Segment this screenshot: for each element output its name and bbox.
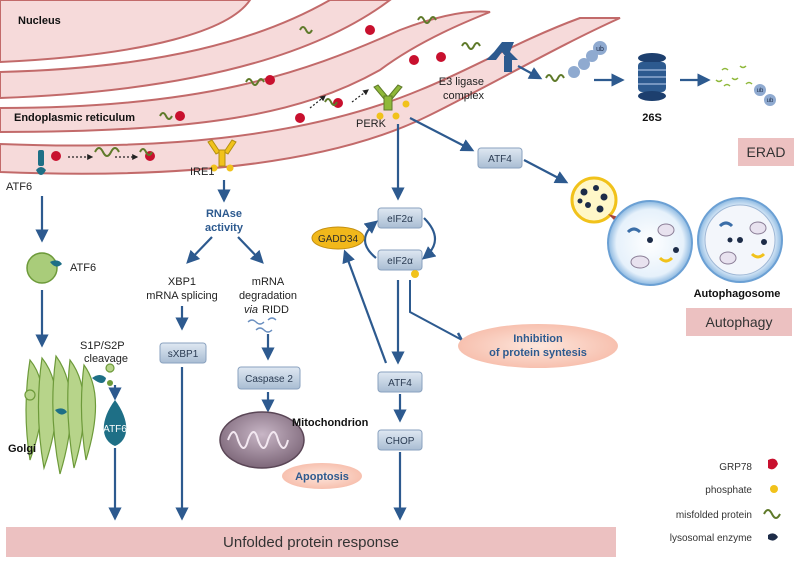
eif2a-top-label: eIF2α: [387, 214, 413, 225]
erad-panel: [738, 138, 794, 166]
ub-label-3: ub: [767, 98, 774, 104]
atf4-upper-box: [477, 147, 523, 169]
e3-label-2: complex: [443, 90, 484, 102]
perk-receptor-icon: [373, 84, 410, 120]
eif2a-bottom-label: eIF2α: [387, 256, 413, 267]
arrow-rnase-to-xbp1: [186, 236, 213, 264]
ire1-label: IRE1: [190, 166, 214, 178]
atf6-receptor-icon: [36, 150, 46, 175]
arrow-perk-to-atf4: [409, 117, 475, 152]
rnase-label-1: RNAse: [206, 208, 242, 220]
misfolded-protein-icon: [763, 509, 781, 519]
atf6-cleaved-label: ATF6: [103, 424, 127, 435]
eif2a-bottom-box: [377, 249, 423, 271]
s1p-s2p-label-2: cleavage: [84, 353, 128, 365]
apoptosis-badge: [282, 463, 362, 489]
ridd-label-1: mRNA: [252, 276, 285, 288]
sxbp1-box: [159, 342, 207, 364]
degraded-peptides-icon: [715, 65, 776, 106]
ub-label-2: ub: [757, 88, 764, 94]
rnase-label-2: activity: [205, 222, 244, 234]
chop-label: CHOP: [386, 436, 415, 447]
atf6-vesicle-label: ATF6: [70, 262, 96, 274]
inhibition-label-1: Inhibition: [513, 333, 563, 345]
arrow-atf4-to-lysosome: [523, 159, 569, 184]
atf4-lower-label: ATF4: [388, 378, 412, 389]
mitochondrion-label: Mitochondrion: [292, 417, 369, 429]
legend-label-0: GRP78: [719, 462, 752, 473]
golgi-label: Golgi: [8, 443, 36, 455]
caspase-2-label: Caspase 2: [245, 374, 293, 385]
arrow-rnase-to-ridd: [237, 236, 264, 264]
arrow-e3-to-ubiquitination: [517, 65, 543, 80]
atf6-active-icon: [103, 400, 127, 446]
upr-banner: [6, 527, 616, 557]
er-membrane: [0, 0, 621, 175]
transport-vesicle-icon: [26, 252, 62, 284]
chop-box: [377, 429, 423, 451]
gadd34-label: GADD34: [318, 234, 358, 245]
e3-ligase-complex-icon: [486, 42, 518, 72]
ridd-label-ridd: RIDD: [262, 304, 289, 316]
arrow-eif2a-dephosphorylation: [363, 220, 379, 259]
sxbp1-label: sXBP1: [168, 349, 199, 360]
er-proteins: [51, 16, 446, 161]
degraded-mrna-icon: [247, 317, 277, 333]
arrow-atf4-to-gadd34: [342, 249, 388, 364]
legend: GRP78 phosphate misfolded protein lysoso…: [670, 458, 781, 544]
golgi-icon: [24, 354, 115, 475]
grp78-icon: [768, 458, 778, 470]
misfolded-protein-erad-icon: [461, 42, 481, 50]
ub-label-1: ub: [596, 46, 604, 53]
erad-label: ERAD: [747, 144, 786, 160]
lysosome-icon: [570, 176, 618, 224]
gadd34-badge: [311, 226, 365, 250]
inhibition-arrow: [409, 280, 463, 341]
legend-label-1: phosphate: [705, 485, 752, 496]
mitochondrion-icon: [219, 411, 305, 469]
upr-label: Unfolded protein response: [223, 534, 399, 551]
arrow-eif2a-phosphorylation: [421, 217, 437, 260]
ire1-receptor-icon: [207, 139, 237, 172]
caspase-2-box: [237, 366, 301, 390]
ridd-label-via: via: [244, 304, 258, 316]
phosphorylated-eif2a-phosphate-icon: [411, 270, 419, 278]
cleaved-atf6-fragment-icon: [92, 375, 113, 386]
apoptosis-label: Apoptosis: [295, 471, 349, 483]
atf4-upper-label: ATF4: [488, 154, 512, 165]
autophagy-panel: [686, 308, 792, 336]
atf4-lower-box: [377, 371, 423, 393]
e3-label-1: E3 ligase: [439, 76, 484, 88]
xbp1-label: XBP1: [168, 276, 196, 288]
inhibition-badge: [458, 324, 618, 368]
lysosomal-enzyme-icon: [768, 533, 778, 541]
ridd-label-2: degradation: [239, 290, 297, 302]
legend-label-3: lysosomal enzyme: [670, 533, 753, 544]
perk-label: PERK: [356, 118, 387, 130]
eif2a-top-box: [377, 207, 423, 229]
atf6-er-label: ATF6: [6, 181, 32, 193]
phosphate-icon: [770, 485, 778, 493]
autophagosome-icon: [697, 197, 783, 283]
autolysosome-icon: [607, 200, 693, 286]
s1p-s2p-label-1: S1P/S2P: [80, 340, 125, 352]
inhibition-label-2: of protein syntesis: [489, 347, 587, 359]
legend-label-2: misfolded protein: [676, 510, 752, 521]
er-label: Endoplasmic reticulum: [14, 112, 135, 124]
autophagy-label: Autophagy: [706, 314, 773, 330]
autophagosome-label: Autophagosome: [694, 288, 781, 300]
ubiquitinated-protein-icon: [545, 41, 607, 82]
nucleus-label: Nucleus: [18, 15, 61, 27]
proteasome-label: 26S: [642, 112, 662, 124]
proteasome-26s-icon: [638, 53, 666, 101]
xbp1-splicing-label: mRNA splicing: [146, 290, 218, 302]
